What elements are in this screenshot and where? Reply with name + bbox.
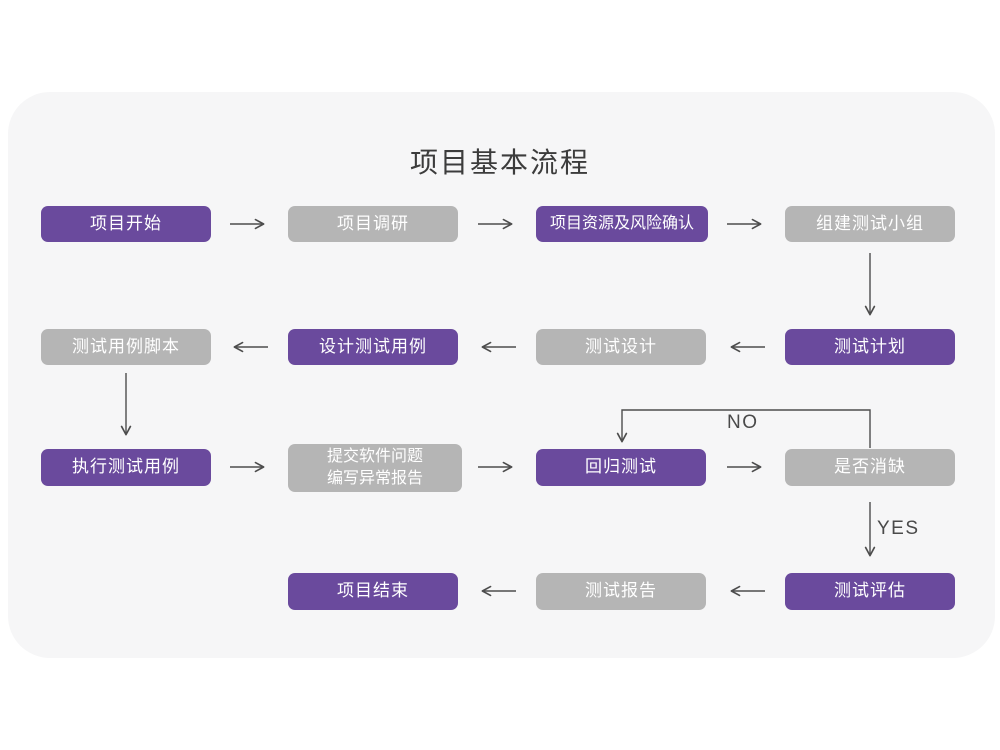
node-resource-risk: 项目资源及风险确认 [536, 206, 708, 242]
node-submit-report: 提交软件问题 编写异常报告 [288, 444, 462, 492]
node-test-report: 测试报告 [536, 573, 706, 610]
flowchart-card [8, 92, 995, 658]
node-defect-cleared: 是否消缺 [785, 449, 955, 486]
node-design-case: 设计测试用例 [288, 329, 458, 365]
node-project-research: 项目调研 [288, 206, 458, 242]
node-build-team: 组建测试小组 [785, 206, 955, 242]
edge-label-no: NO [727, 412, 759, 433]
edge-label-yes: YES [877, 518, 920, 539]
node-test-plan: 测试计划 [785, 329, 955, 365]
node-project-start: 项目开始 [41, 206, 211, 242]
node-test-evaluate: 测试评估 [785, 573, 955, 610]
node-case-script: 测试用例脚本 [41, 329, 211, 365]
node-project-end: 项目结束 [288, 573, 458, 610]
node-regression-test: 回归测试 [536, 449, 706, 486]
node-test-design: 测试设计 [536, 329, 706, 365]
diagram-title: 项目基本流程 [409, 147, 590, 178]
node-execute-case: 执行测试用例 [41, 449, 211, 486]
